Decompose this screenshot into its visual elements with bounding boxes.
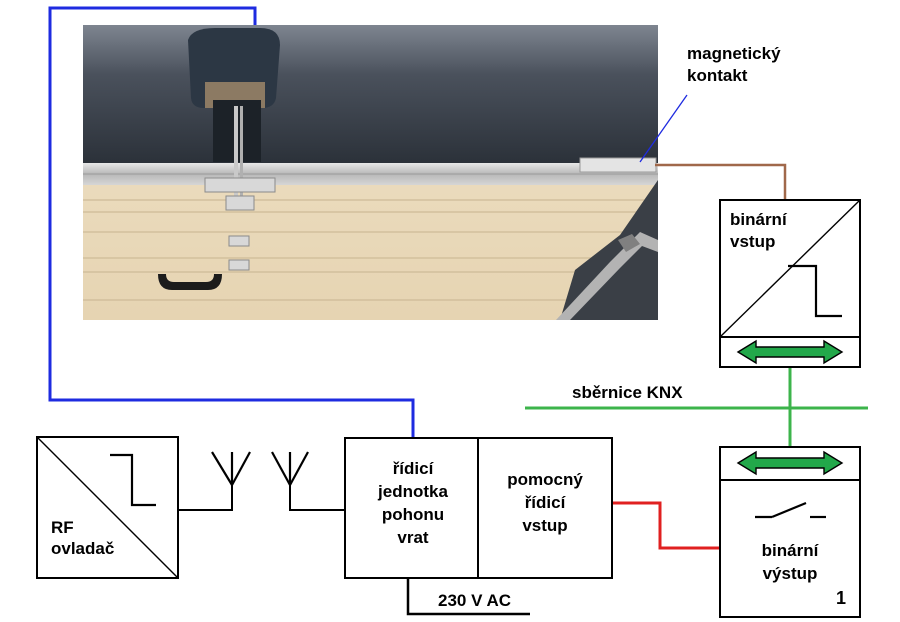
- binary-output-line2: výstup: [763, 564, 818, 583]
- control-unit-line2: jednotka: [377, 482, 448, 501]
- magnetic-contact-label-line2: kontakt: [687, 66, 748, 85]
- control-unit-box: řídicí jednotka pohonu vrat pomocný řídi…: [344, 437, 613, 579]
- binary-output-box: binární výstup 1: [719, 446, 861, 618]
- magnetic-contact-device: [579, 157, 657, 173]
- switch-contact-icon: [755, 501, 826, 519]
- binary-input-line2: vstup: [730, 232, 775, 251]
- step-signal-icon: [788, 264, 842, 318]
- rf-label-line2: ovladač: [51, 539, 114, 558]
- photo-dark-corner: [560, 180, 658, 320]
- door-bracket: [204, 177, 276, 271]
- wire-rf-right: [289, 468, 345, 511]
- binary-output-line1: binární: [762, 541, 820, 560]
- double-arrow-icon: [736, 450, 844, 476]
- drive-motor: [188, 28, 280, 196]
- control-unit-line3: pohonu: [382, 505, 444, 524]
- wire-relay: [612, 501, 720, 550]
- ceiling: [83, 25, 658, 167]
- binary-input-line1: binární: [730, 210, 788, 229]
- antenna-icon: [211, 451, 251, 486]
- garage-door-photo: [83, 25, 658, 320]
- antenna-icon: [271, 451, 309, 486]
- magnetic-contact-label-line1: magnetický: [687, 44, 781, 63]
- wire-rf-left: [178, 468, 233, 511]
- rf-label-line1: RF: [51, 518, 74, 537]
- magnetic-contact-pointer: [639, 94, 688, 163]
- power-supply-label: 230 V AC: [438, 591, 511, 610]
- channel-number: 1: [836, 588, 846, 608]
- rf-remote-box: RF ovladač: [36, 436, 179, 579]
- wire-sensor: [655, 163, 787, 200]
- door-panel-grooves: [83, 199, 658, 301]
- binary-input-box: binární vstup: [719, 199, 861, 368]
- knx-bus-label: sběrnice KNX: [572, 383, 683, 402]
- door-handle: [158, 274, 222, 290]
- control-unit-line4: vrat: [397, 528, 429, 547]
- aux-input-line2: řídicí: [525, 493, 567, 512]
- double-arrow-icon: [736, 339, 844, 365]
- wire-power: [406, 578, 530, 616]
- wire-blue: [48, 6, 415, 438]
- control-unit-line1: řídicí: [393, 459, 435, 478]
- step-signal-icon: [110, 453, 156, 507]
- aux-input-line1: pomocný: [507, 470, 583, 489]
- aux-input-line3: vstup: [522, 516, 567, 535]
